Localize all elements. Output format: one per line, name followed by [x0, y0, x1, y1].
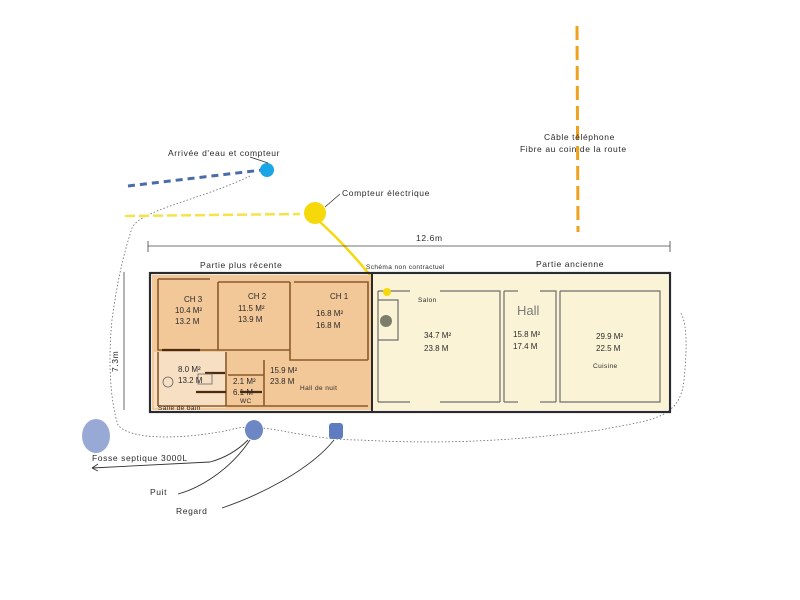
electric-meter-label: Compteur électrique — [342, 188, 430, 198]
ch3-perimeter: 13.2 M — [175, 317, 200, 326]
water-leader — [249, 156, 269, 164]
schema-note: Schéma non contractuel — [366, 264, 445, 271]
height-dimension: 7.3m — [110, 351, 120, 372]
ch1-area: 16.8 M² — [316, 309, 343, 318]
septic-leader — [209, 439, 249, 463]
cuisine-perimeter: 22.5 M — [596, 344, 621, 353]
ch2-area: 11.5 M² — [238, 304, 265, 313]
salle-de-bain-area — [154, 352, 226, 408]
sink-icon — [197, 373, 213, 385]
septic-arrow — [91, 461, 211, 469]
older-interior-walls — [377, 290, 661, 403]
electric-supply-line — [124, 212, 301, 218]
ch3-name: CH 3 — [184, 295, 203, 304]
section-older-label: Partie ancienne — [536, 259, 604, 269]
septic-tank-icon — [82, 419, 110, 453]
manhole-label: Regard — [176, 506, 207, 516]
sdb-name: Salle de bain — [158, 405, 201, 412]
sdb-area: 8.0 M² — [178, 365, 201, 374]
ch1-perimeter: 16.8 M — [316, 321, 341, 330]
sdb-perimeter: 13.2 M — [178, 376, 203, 385]
older-wing — [372, 275, 668, 410]
cuisine-area: 29.9 M² — [596, 332, 623, 341]
phone-cable-line — [575, 25, 580, 233]
water-meter-label: Arrivée d'eau et compteur — [168, 148, 280, 158]
well-label: Puit — [150, 487, 167, 497]
length-dimension: 12.6m — [416, 233, 443, 243]
section-newer-label: Partie plus récente — [200, 260, 282, 270]
ch1-name: CH 1 — [330, 292, 349, 301]
outer-wall — [148, 271, 672, 414]
manhole-leader — [221, 439, 335, 509]
manhole-icon — [329, 423, 343, 439]
ch3-area: 10.4 M² — [175, 306, 202, 315]
phone-cable-label: Câble téléphone — [544, 132, 615, 142]
water-supply-line — [127, 168, 263, 188]
wc-perimeter: 6.1 M — [233, 388, 253, 397]
salon-area: 34.7 M² — [424, 331, 451, 340]
hallnuit-name: Hall de nuit — [300, 385, 337, 392]
stove-icon — [380, 315, 392, 327]
wc-name: WC — [240, 398, 252, 405]
hallnuit-area: 15.9 M² — [270, 366, 297, 375]
cuisine-name: Cuisine — [593, 363, 617, 370]
septic-label: Fosse septique 3000L — [92, 453, 188, 463]
salon-name: Salon — [418, 297, 437, 304]
toilet-icon — [162, 376, 174, 388]
well-icon — [245, 420, 263, 440]
hall-area: 15.8 M² — [513, 330, 540, 339]
electric-meter-icon — [304, 202, 326, 224]
newer-dark-walls — [162, 348, 262, 394]
wc-area: 2.1 M² — [233, 377, 256, 386]
hallnuit-perimeter: 23.8 M — [270, 377, 295, 386]
ch2-name: CH 2 — [248, 292, 267, 301]
electric-leader — [324, 193, 341, 208]
hall-perimeter: 17.4 M — [513, 342, 538, 351]
septic-arrow-head — [91, 463, 99, 472]
water-meter-icon — [260, 163, 274, 177]
hall-name: Hall — [517, 303, 540, 318]
electric-panel-icon — [383, 288, 391, 296]
fibre-label: Fibre au coin de la route — [520, 144, 627, 154]
salon-perimeter: 23.8 M — [424, 344, 449, 353]
ch2-perimeter: 13.9 M — [238, 315, 263, 324]
well-leader — [177, 439, 251, 495]
